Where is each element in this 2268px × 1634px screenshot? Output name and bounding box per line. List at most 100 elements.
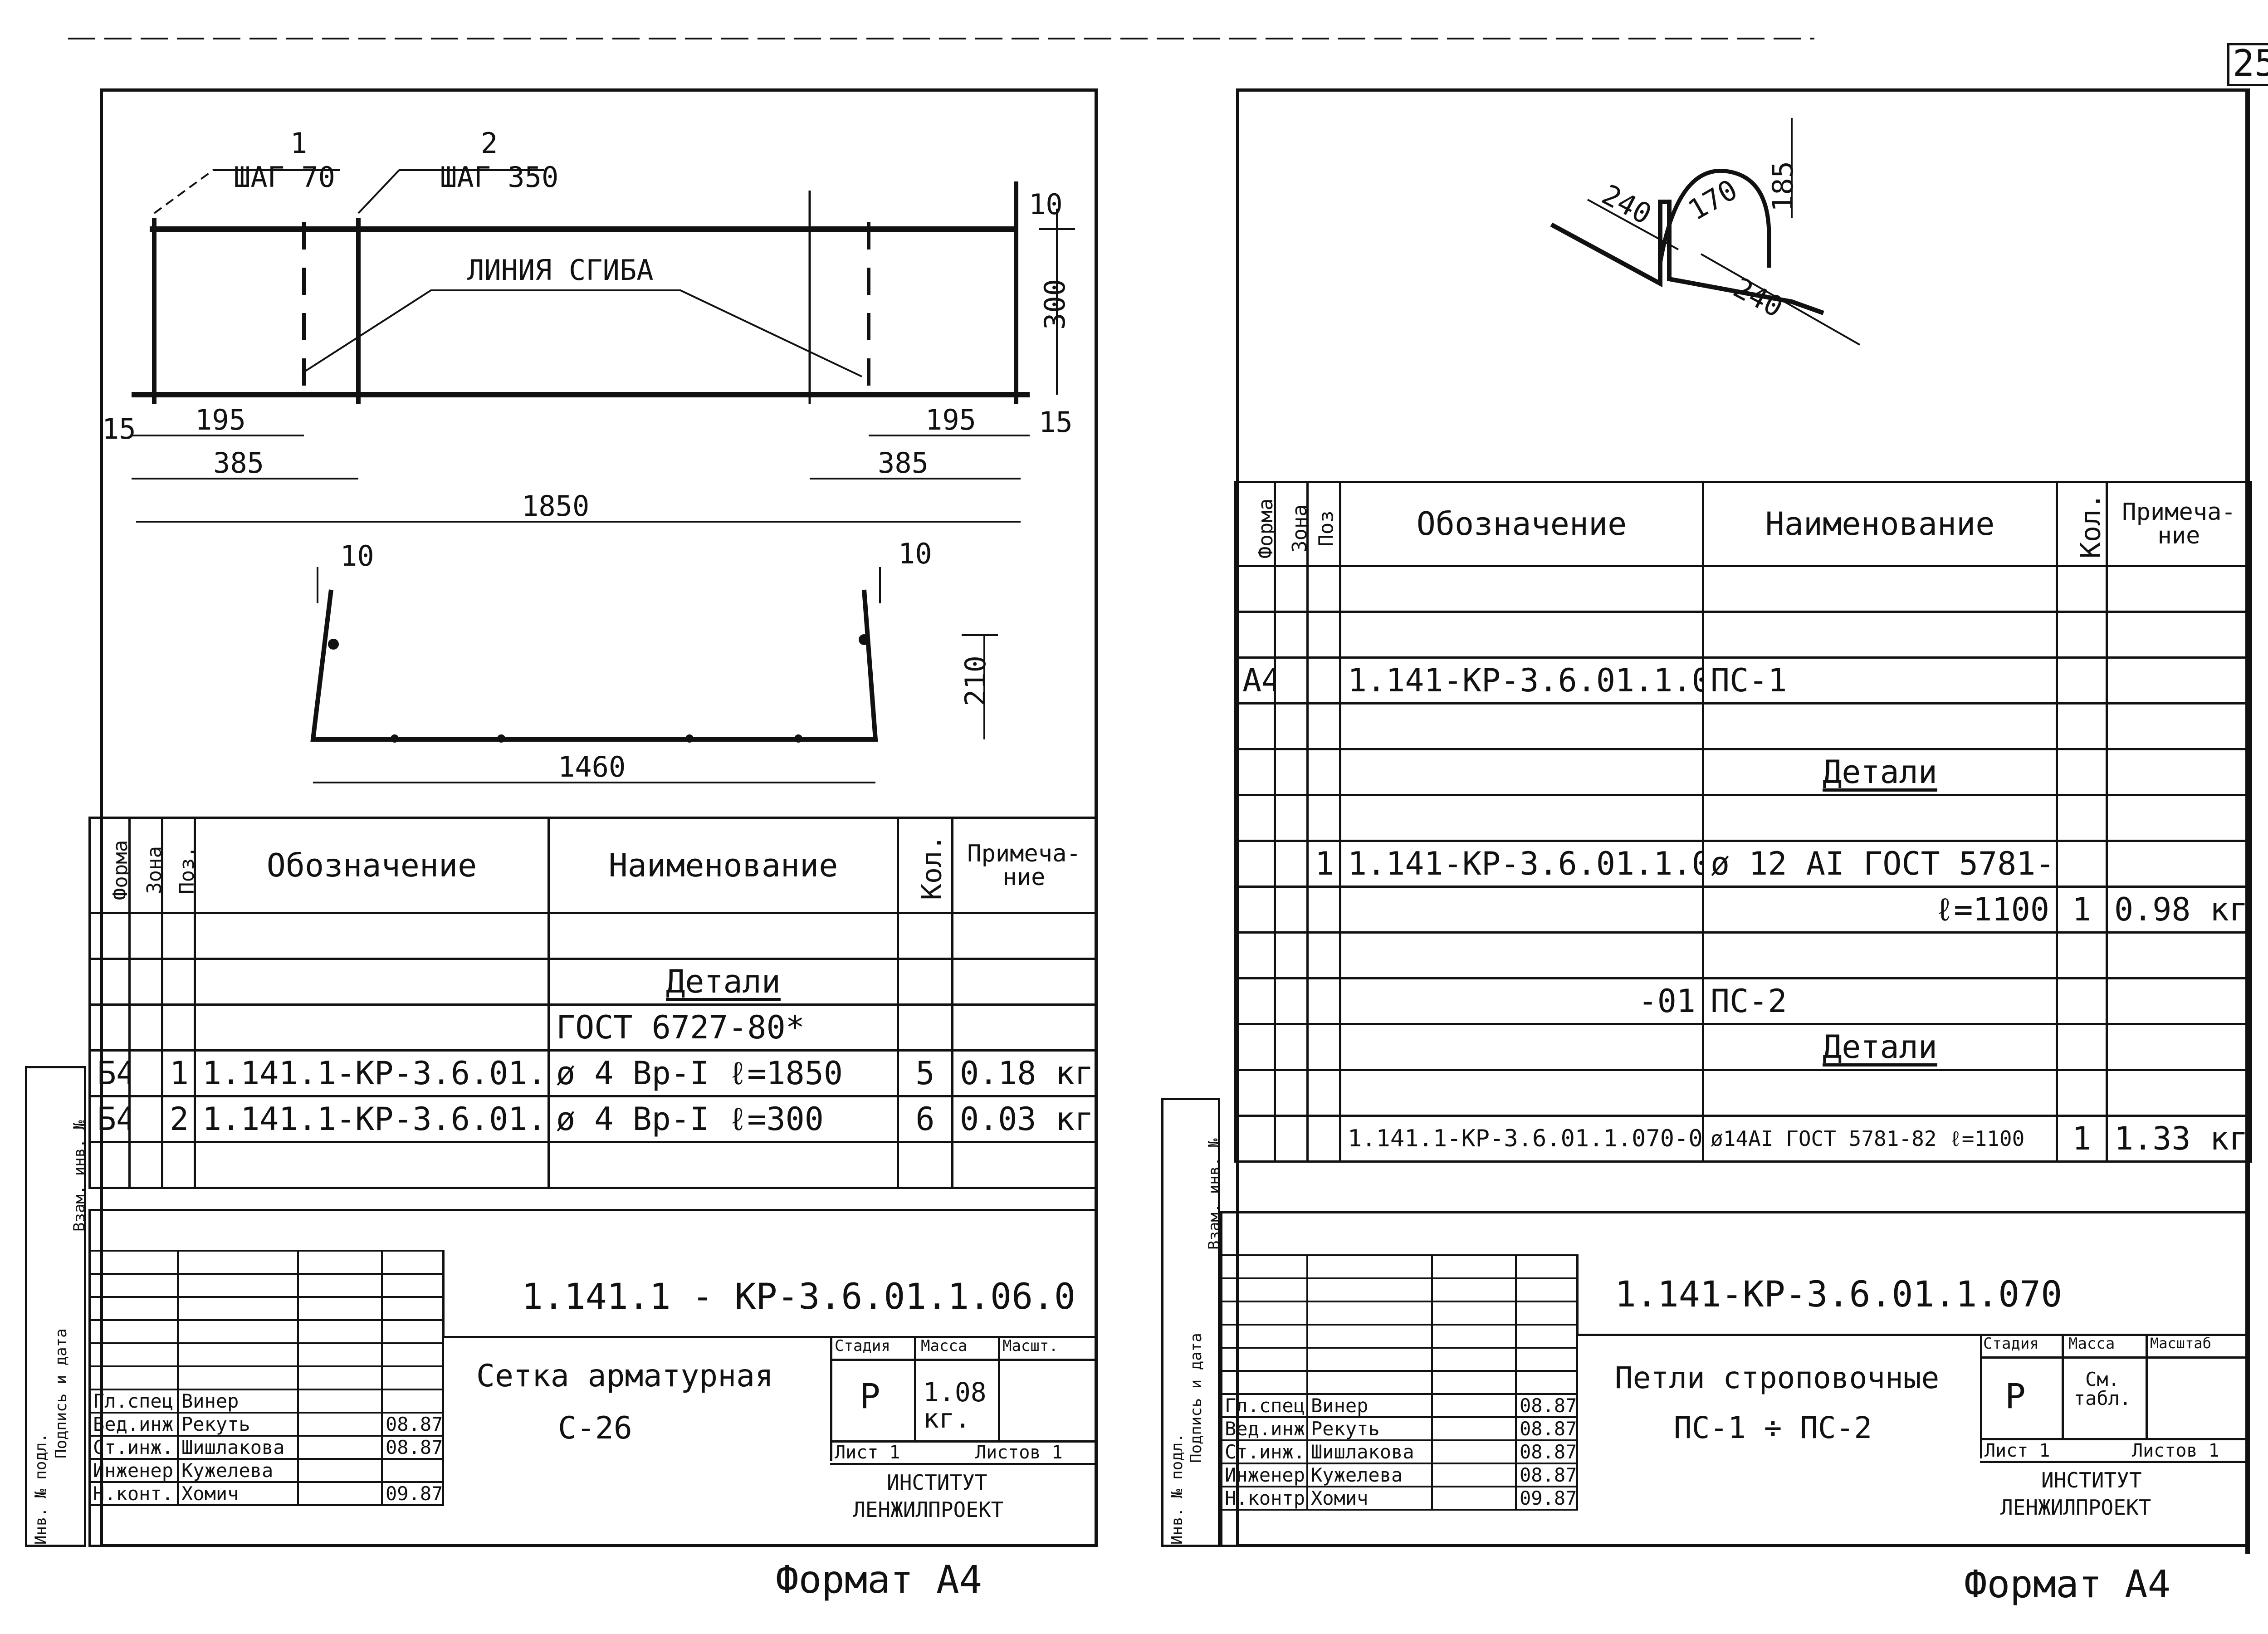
left-org-1: ИНСТИТУТ (887, 1470, 987, 1495)
table-row (88, 1141, 1097, 1189)
lifting-loop-drawing (1550, 118, 1860, 346)
right-stadia-header: Стадия (1983, 1335, 2039, 1353)
stamp-divider (1980, 1461, 2250, 1463)
right-title-1: Петли строповочные (1615, 1360, 1940, 1395)
page-number-box (2227, 43, 2268, 86)
sidebar-podpis: Подпись и дата (52, 1328, 70, 1458)
dim-10-top: 10 (1029, 188, 1063, 221)
row2-oboz: 1.141.1-КР-3.6.01.1.05.2 (194, 1095, 550, 1143)
row1-prim: 0.18 кг (951, 1049, 1097, 1097)
spec-header-row: Формa Зона Поз. Обозначение Наименование… (88, 817, 1097, 914)
left-sheet-num: Лист 1 (835, 1442, 900, 1463)
left-masshtab-header: Масшт. (1002, 1337, 1058, 1355)
dim-10-a: 10 (340, 539, 374, 572)
row2-naim: ø 4 Вр-I ℓ=300 (547, 1095, 899, 1143)
header-naim: Наименование (547, 817, 899, 914)
left-drawing-code: 1.141.1 - КР-3.6.01.1.06.0 (522, 1277, 1075, 1317)
header-kol: Кол. (2056, 481, 2108, 567)
stamp-divider (1980, 1438, 2250, 1440)
header-zona: Зона (128, 817, 163, 914)
page-number: 25 (2233, 42, 2268, 84)
header-zona: Зона (1274, 481, 1309, 567)
sidebar-podpis: Подпись и дата (1187, 1333, 1205, 1463)
stamp-divider (830, 1463, 1098, 1465)
row1-poz: 1 (161, 1049, 196, 1097)
r-row4-kol: 1 (2056, 885, 2108, 934)
right-massa-header: Масса (2068, 1335, 2115, 1353)
right-massa-value: См. табл. (2073, 1368, 2131, 1409)
left-code-frame (442, 1250, 1098, 1338)
row2-forma: Б4 (88, 1095, 131, 1143)
header-forma: Формa (88, 817, 131, 914)
sidebar-vzam: Взам. инв. № (70, 1120, 88, 1232)
dim-195-right: 195 (925, 403, 976, 436)
dim-10-b: 10 (898, 537, 932, 570)
left-massa-header: Масса (921, 1337, 968, 1355)
right-sheet-num: Лист 1 (1984, 1440, 2050, 1461)
dim-385-right: 385 (878, 446, 929, 479)
header-oboz: Обозначение (194, 817, 550, 914)
r-row3-oboz: 1.141-КР-3.6.01.1.07.0 (1339, 840, 1704, 888)
left-org-2: ЛЕНЖИЛПРОЕКТ (853, 1497, 1004, 1522)
left-stadia-value: Р (860, 1376, 880, 1416)
table-row: 1 1.141-КР-3.6.01.1.07.0 ø 12 АI ГОСТ 57… (1234, 840, 2252, 888)
dim-385-left: 385 (213, 446, 264, 479)
left-stadia-header: Стадия (835, 1337, 890, 1355)
row1-kol: 5 (897, 1049, 953, 1097)
header-naim: Наименование (1702, 481, 2058, 567)
table-row (1234, 702, 2252, 750)
bent-section-drawing (310, 567, 998, 783)
row1-forma: Б4 (88, 1049, 131, 1097)
right-sheets-total: Листов 1 (2132, 1440, 2219, 1461)
table-row: ГОСТ 6727-80* (88, 1003, 1097, 1052)
row1-naim: ø 4 Вр-I ℓ=1850 (547, 1049, 899, 1097)
dim-300: 300 (1038, 279, 1071, 330)
table-row (1234, 611, 2252, 659)
header-oboz: Обозначение (1339, 481, 1704, 567)
stamp-divider (830, 1440, 1098, 1443)
callout-2-step: ШАГ 350 (440, 161, 559, 194)
header-poz: Поз (1306, 481, 1341, 567)
right-org-1: ИНСТИТУТ (2041, 1468, 2142, 1492)
callout-1-number: 1 (290, 127, 308, 160)
right-title-2: ПС-1 ÷ ПС-2 (1674, 1410, 1872, 1445)
table-row (1234, 931, 2252, 979)
table-row (88, 912, 1097, 960)
header-prim: Примеча-ние (951, 817, 1097, 914)
header-kol: Кол. (897, 817, 953, 914)
right-format: Формат А4 (1964, 1562, 2171, 1606)
row2-prim: 0.03 кг (951, 1095, 1097, 1143)
sidebar-vzam: Взам. инв. № (1205, 1138, 1223, 1250)
r-row4-naim: ℓ=1100 (1702, 885, 2058, 934)
left-title-2: С-26 (558, 1410, 632, 1446)
left-spec-table: Формa Зона Поз. Обозначение Наименование… (88, 817, 1097, 1189)
table-row (1234, 1069, 2252, 1117)
stamp-divider (2062, 1334, 2064, 1438)
header-forma: Форма (1234, 481, 1276, 567)
table-row (1234, 565, 2252, 613)
r-row1-oboz: 1.141-КР-3.6.01.1.07.0 (1339, 656, 1704, 704)
r-row7-kol: 1 (2056, 1115, 2108, 1163)
row2-kol: 6 (897, 1095, 953, 1143)
dim-15-right: 15 (1039, 406, 1073, 439)
loop-dim-185: 185 (1766, 161, 1799, 212)
right-masshtab-header: Масштаб (2150, 1335, 2211, 1352)
r-row1-naim: ПС-1 (1702, 656, 2058, 704)
left-sidebar: Инв. № подл. Подпись и дата Взам. инв. № (25, 1066, 88, 1547)
dim-195-left: 195 (195, 403, 246, 436)
left-title-1: Сетка арматурная (476, 1358, 774, 1394)
left-format: Формат А4 (776, 1557, 982, 1602)
r-row1-forma: А4 (1234, 656, 1276, 704)
stamp-divider (998, 1336, 1000, 1440)
right-sidebar: Инв. № подл. Подпись и дата Взам. инв. № (1161, 1098, 1223, 1547)
